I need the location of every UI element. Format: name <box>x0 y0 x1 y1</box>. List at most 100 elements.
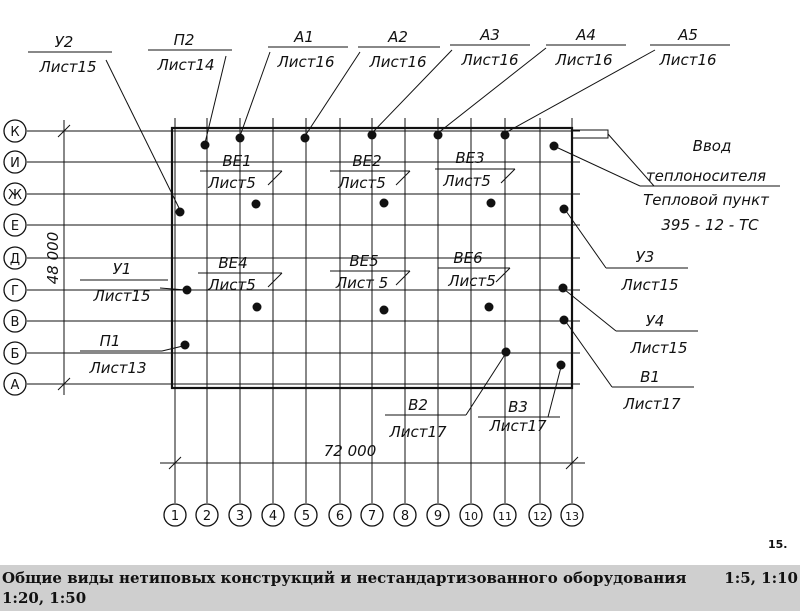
column-axis-label: 12 <box>533 510 547 523</box>
svg-text:Лист5: Лист5 <box>442 172 491 190</box>
column-axis-label: 6 <box>336 509 344 524</box>
callout-p2: П2 Лист14 <box>148 31 232 150</box>
row-axis-label: И <box>10 156 20 171</box>
row-axis-label: К <box>10 125 19 140</box>
callout-b2: В2 Лист17 <box>385 347 511 441</box>
inlet-note: Ввод теплоносителя Тепловой пункт 395 - … <box>549 133 780 234</box>
block-ve5: ВЕ5 Лист 5 <box>330 252 411 292</box>
svg-text:Лист15: Лист15 <box>92 287 150 305</box>
svg-text:В1: В1 <box>640 368 660 386</box>
column-axis-label: 2 <box>203 509 211 524</box>
svg-text:Лист16: Лист16 <box>368 53 426 71</box>
callout-y4: У4 Лист15 <box>558 283 698 357</box>
callout-p1: П1 Лист13 <box>80 332 190 377</box>
block-ve2: ВЕ2 Лист5 <box>330 152 411 192</box>
svg-text:Лист15: Лист15 <box>620 276 678 294</box>
callout-a3: А3 Лист16 <box>367 26 530 140</box>
equipment-markers <box>251 198 496 315</box>
svg-text:Тепловой пункт: Тепловой пункт <box>643 191 770 209</box>
svg-text:В2: В2 <box>408 396 428 414</box>
svg-text:А4: А4 <box>575 26 596 44</box>
svg-text:Лист15: Лист15 <box>629 339 687 357</box>
svg-text:Лист16: Лист16 <box>658 51 716 69</box>
svg-text:395 - 12 - ТС: 395 - 12 - ТС <box>661 216 759 234</box>
dimension-vertical-text: 48 000 <box>44 232 62 285</box>
callout-a5: А5 Лист16 <box>500 26 730 140</box>
svg-text:Лист5: Лист5 <box>447 272 496 290</box>
svg-text:У1: У1 <box>113 260 132 278</box>
caption-row-2: 1:20, 1:50 <box>2 588 798 608</box>
svg-text:Лист15: Лист15 <box>38 58 96 76</box>
column-axis-lines <box>174 118 573 503</box>
block-ve3: ВЕ3 Лист5 <box>435 149 516 190</box>
svg-text:У3: У3 <box>636 248 655 266</box>
svg-text:Лист5: Лист5 <box>207 174 256 192</box>
callout-a1: А1 Лист16 <box>235 28 348 143</box>
callout-a2: А2 Лист16 <box>300 28 440 143</box>
svg-text:Лист16: Лист16 <box>276 53 334 71</box>
svg-text:Лист17: Лист17 <box>488 417 547 435</box>
row-axis-lines <box>27 130 580 385</box>
svg-text:П2: П2 <box>174 31 195 49</box>
callout-y3: У3 Лист15 <box>559 204 688 294</box>
column-axis-label: 7 <box>368 509 376 524</box>
svg-text:А5: А5 <box>677 26 698 44</box>
svg-text:А1: А1 <box>293 28 314 46</box>
svg-text:ВЕ5: ВЕ5 <box>349 252 378 270</box>
callout-b3: В3 Лист17 <box>478 360 566 435</box>
svg-text:ВЕ2: ВЕ2 <box>352 152 381 170</box>
caption-title: Общие виды нетиповых конструкций и неста… <box>2 569 687 587</box>
svg-text:У4: У4 <box>646 312 665 330</box>
row-axis-label: Д <box>10 252 20 267</box>
row-axis-label: Г <box>11 284 19 299</box>
column-axis-label: 4 <box>269 509 277 524</box>
row-axis-label: В <box>11 315 20 330</box>
svg-text:Ввод: Ввод <box>693 137 732 155</box>
svg-text:Лист5: Лист5 <box>337 174 386 192</box>
svg-text:ВЕ3: ВЕ3 <box>455 149 484 167</box>
column-axis-label: 13 <box>565 510 579 523</box>
svg-text:У2: У2 <box>55 33 74 51</box>
column-axis-label: 1 <box>171 509 179 524</box>
caption-scales: 1:5, 1:10 <box>724 569 798 587</box>
callout-y1: У1 Лист15 <box>80 260 192 305</box>
dimension-horizontal-text: 72 000 <box>324 442 377 460</box>
svg-text:Лист17: Лист17 <box>388 423 447 441</box>
figure-number: 15. <box>768 538 788 551</box>
svg-text:А3: А3 <box>479 26 500 44</box>
row-axis-label: Е <box>11 219 19 234</box>
dimension-horizontal: 72 000 <box>160 442 585 470</box>
svg-text:А2: А2 <box>387 28 408 46</box>
svg-text:Лист16: Лист16 <box>460 51 518 69</box>
svg-text:Лист16: Лист16 <box>554 51 612 69</box>
row-axis-label: Б <box>11 347 20 362</box>
block-ve4: ВЕ4 Лист5 <box>198 254 283 294</box>
svg-text:Лист14: Лист14 <box>156 56 214 74</box>
block-ve6: ВЕ6 Лист5 <box>438 249 511 290</box>
column-axis-label: 11 <box>498 510 512 523</box>
column-axis-label: 10 <box>464 510 478 523</box>
column-axis-label: 5 <box>302 509 310 524</box>
svg-text:Лист17: Лист17 <box>622 395 681 413</box>
column-axis-label: 8 <box>401 509 409 524</box>
block-ve1: ВЕ1 Лист5 <box>200 152 283 192</box>
building-plan-diagram: К И Ж Е Д Г В Б А 1 2 3 4 5 6 7 8 9 <box>3 26 780 527</box>
callout-b1: В1 Лист17 <box>559 315 694 413</box>
svg-text:Лист 5: Лист 5 <box>335 274 388 292</box>
caption-scales-continued: 1:20, 1:50 <box>2 589 87 607</box>
caption-row-1: Общие виды нетиповых конструкций и неста… <box>2 568 798 588</box>
svg-text:ВЕ4: ВЕ4 <box>218 254 247 272</box>
svg-text:ВЕ1: ВЕ1 <box>222 152 251 170</box>
dimension-vertical: 48 000 <box>44 120 71 395</box>
svg-text:Лист5: Лист5 <box>207 276 256 294</box>
column-axis-bubbles: 1 2 3 4 5 6 7 8 9 10 11 12 13 <box>163 503 584 527</box>
svg-text:теплоносителя: теплоносителя <box>646 167 766 185</box>
row-axis-label: Ж <box>8 188 22 203</box>
callout-y2: У2 Лист15 <box>28 33 185 217</box>
caption-bar: Общие виды нетиповых конструкций и неста… <box>0 565 800 611</box>
callout-a4: А4 Лист16 <box>433 26 626 140</box>
row-axis-label: А <box>11 378 20 393</box>
svg-text:ВЕ6: ВЕ6 <box>453 249 482 267</box>
svg-text:В3: В3 <box>508 398 528 416</box>
svg-text:П1: П1 <box>100 332 121 350</box>
